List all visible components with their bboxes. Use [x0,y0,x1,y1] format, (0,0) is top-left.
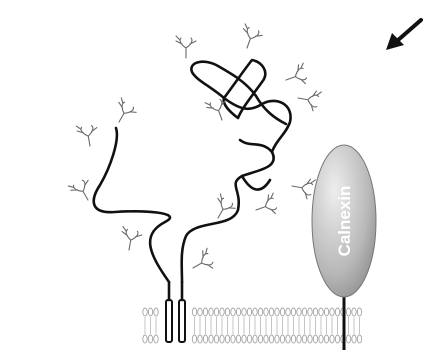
lipid-head [247,308,251,316]
lipid-head [291,335,295,343]
lipid-head [297,308,301,316]
lipid-head [198,335,202,343]
lipid-head [154,335,158,343]
lipid-head [264,308,268,316]
lipid-head [313,335,317,343]
lipid-head [346,335,350,343]
glycan-icon [176,36,196,58]
lipid-head [335,335,339,343]
glycan-icon [119,227,143,252]
lipid-head [148,308,152,316]
lipid-head [192,308,196,316]
glycan-icon [290,176,315,200]
lipid-head [269,308,273,316]
lipid-head [220,335,224,343]
lipid-head [275,335,279,343]
lipid-head [231,335,235,343]
lipid-head [192,335,196,343]
lipid-head [225,335,229,343]
lipid-head [357,335,361,343]
glycan-icon [76,123,100,148]
lipid-head [258,335,262,343]
lipid-head [357,308,361,316]
lipid-head [203,335,207,343]
lipid-head [302,308,306,316]
lipid-head [330,335,334,343]
lipid-head [231,308,235,316]
lipid-head [209,308,213,316]
lipid-head [308,308,312,316]
glycan-icon [110,98,138,127]
lipid-head [335,308,339,316]
lipid-head [319,335,323,343]
lipid-head [319,308,323,316]
lipid-head [203,308,207,316]
lipid-head [286,308,290,316]
lipid-head [242,335,246,343]
lipid-head [236,335,240,343]
lipid-head [352,335,356,343]
lipid-head [297,335,301,343]
lipid-head [214,335,218,343]
lipid-head [280,308,284,316]
lipid-head [148,335,152,343]
lipid-head [220,308,224,316]
glycan-icon [209,194,237,223]
lipid-bilayer-membrane [143,308,362,343]
lipid-head [308,335,312,343]
glycan-icon [296,88,321,112]
lipid-head [198,308,202,316]
lipid-head [143,308,147,316]
lipid-head [275,308,279,316]
lipid-head [352,308,356,316]
lipid-head [253,335,257,343]
glycan-icon [238,24,264,52]
lipid-head [253,308,257,316]
lipid-head [324,308,328,316]
lipid-head [286,335,290,343]
lipid-head [280,335,284,343]
lipid-head [154,308,158,316]
lipid-head [214,308,218,316]
lipid-head [247,335,251,343]
lipid-head [269,335,273,343]
glycan-icon [283,63,311,89]
glycoprotein-chain [94,60,291,282]
arrow-down-left-icon [386,20,421,50]
lipid-head [225,308,229,316]
lipid-head [236,308,240,316]
lipid-head [313,308,317,316]
lipid-head [346,308,350,316]
lipid-head [258,308,262,316]
lipid-head [242,308,246,316]
lipid-head [264,335,268,343]
lipid-head [330,308,334,316]
glycan-icon [188,248,217,276]
glycan-chains [68,24,321,277]
lipid-head [291,308,295,316]
glycan-icon [253,193,281,219]
glycoprotein-chain-loop [242,176,270,190]
lipid-head [302,335,306,343]
transmembrane-helices [166,282,185,342]
calnexin-protein: Calnexin [312,145,376,350]
lipid-head [209,335,213,343]
lipid-head [324,335,328,343]
lipid-head [143,335,147,343]
glycan-icon [68,176,96,205]
calnexin-label: Calnexin [335,186,354,257]
